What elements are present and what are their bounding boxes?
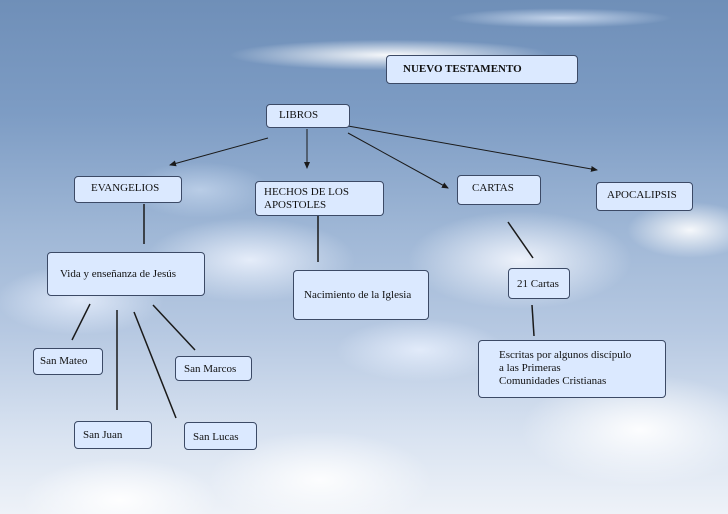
arrow-libros-evangelios <box>169 137 269 167</box>
node-nacimiento-iglesia: Nacimiento de la Iglesia <box>293 270 429 320</box>
line-vida-mateo <box>71 303 91 341</box>
node-vida-ensenanza: Vida y enseñanza de Jesús <box>47 252 205 296</box>
node-nuevo-testamento: NUEVO TESTAMENTO <box>386 55 578 84</box>
line-21cartas-escritas <box>531 304 535 337</box>
node-libros: LIBROS <box>266 104 350 128</box>
node-apocalipsis: APOCALIPSIS <box>596 182 693 211</box>
line-cartas-21cartas <box>507 221 534 259</box>
arrow-libros-cartas <box>347 132 449 189</box>
node-escritas: Escritas por algunos discípulo a las Pri… <box>478 340 666 398</box>
node-cartas: CARTAS <box>457 175 541 205</box>
node-san-mateo: San Mateo <box>33 348 103 375</box>
arrow-libros-apocalipsis <box>347 125 598 172</box>
node-san-lucas: San Lucas <box>184 422 257 450</box>
node-san-juan: San Juan <box>74 421 152 449</box>
node-evangelios: EVANGELIOS <box>74 176 182 203</box>
node-21-cartas: 21 Cartas <box>508 268 570 299</box>
node-hechos-apostoles: HECHOS DE LOS APOSTOLES <box>255 181 384 216</box>
line-vida-lucas <box>133 311 177 419</box>
line-vida-marcos <box>152 304 196 351</box>
node-san-marcos: San Marcos <box>175 356 252 381</box>
